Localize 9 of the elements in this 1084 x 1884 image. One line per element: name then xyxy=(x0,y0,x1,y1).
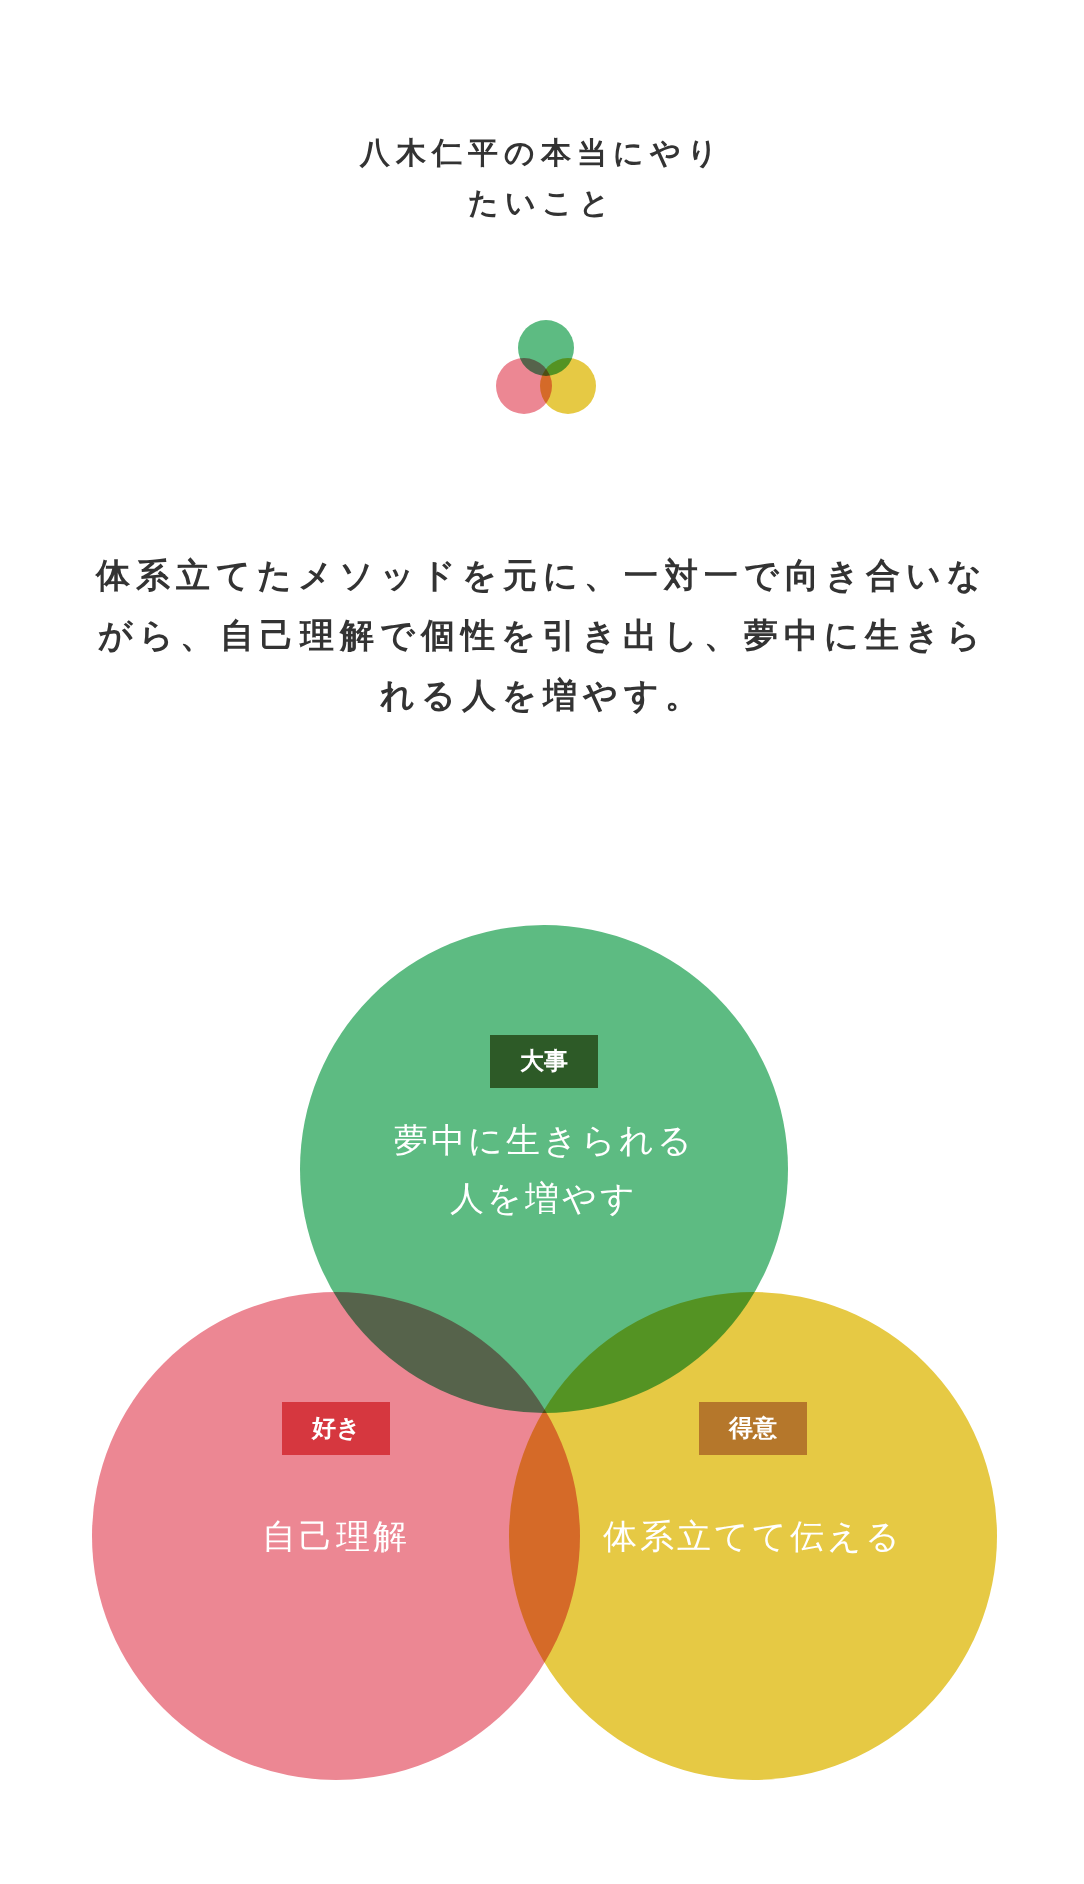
circle-text: 自己理解 xyxy=(261,1515,411,1558)
mission-statement: 体系立てたメソッドを元に、一対一で向き合いながら、自己理解で個性を引き出し、夢中に生きられる人を増やす。 xyxy=(94,554,989,717)
category-badge: 得意 xyxy=(699,1402,807,1455)
category-badge: 大事 xyxy=(490,1035,598,1088)
category-badge: 好き xyxy=(282,1402,390,1455)
circle-text: 体系立てて伝える xyxy=(602,1515,904,1558)
circle-text: 夢中に生きられる人を増やす xyxy=(392,1119,696,1220)
title: 八木仁平の本当にやりたいこと xyxy=(358,134,725,222)
venn-circle xyxy=(509,1292,997,1780)
